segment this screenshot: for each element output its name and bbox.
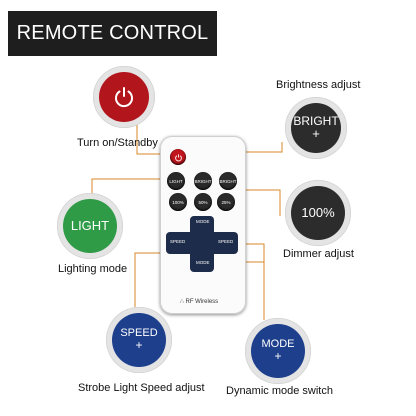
remote-bright-down-button[interactable]: BRIGHT [194, 172, 212, 190]
remote-control: LIGHT BRIGHT BRIGHT 100% 50% 25% MODE SP… [160, 136, 246, 314]
remote-bright-up-button[interactable]: BRIGHT [219, 172, 237, 190]
remote-brand-text: RF Wireless [185, 299, 219, 305]
remote-100-button[interactable]: 100% [169, 193, 187, 211]
remote-bright-down-text: BRIGHT [194, 178, 212, 184]
mode-line2: + [274, 349, 282, 364]
power-icon [115, 87, 133, 108]
title-banner: REMOTE CONTROL [8, 11, 217, 56]
light-label: Lighting mode [58, 263, 128, 275]
bright-label: Brightness adjust [276, 79, 361, 91]
remote-100-text: 100% [172, 199, 184, 205]
remote-mode-down-button[interactable]: MODE [196, 260, 210, 265]
mode-line1: MODE [261, 337, 295, 350]
power-callout [99, 72, 149, 122]
dimmer-label: Dimmer adjust [283, 248, 354, 260]
remote-light-button[interactable]: LIGHT [167, 172, 185, 190]
dimmer-callout: 100% [291, 186, 345, 240]
power-label: Turn on/Standby [77, 137, 158, 149]
mode-label: Dynamic mode switch [226, 385, 333, 397]
speed-line2: + [135, 338, 143, 353]
remote-power-icon [174, 153, 182, 161]
bright-line2: + [312, 126, 320, 142]
remote-brand: ∴ RF Wireless [180, 298, 218, 305]
remote-light-text: LIGHT [169, 178, 183, 184]
remote-50-text: 50% [198, 199, 208, 205]
speed-callout: SPEED + [112, 313, 166, 367]
remote-cross-horizontal [166, 232, 238, 254]
remote-50-button[interactable]: 50% [194, 193, 212, 211]
bright-callout: BRIGHT + [291, 103, 341, 153]
speed-label: Strobe Light Speed adjust [78, 382, 205, 394]
light-text: LIGHT [70, 218, 110, 234]
remote-mode-up-button[interactable]: MODE [196, 219, 210, 224]
wifi-icon: ∴ [180, 299, 184, 305]
remote-25-text: 25% [221, 199, 231, 205]
remote-speed-up-button[interactable]: SPEED [218, 239, 234, 244]
title-text: REMOTE CONTROL [16, 22, 209, 44]
remote-speed-down-button[interactable]: SPEED [170, 239, 186, 244]
remote-bright-up-text: BRIGHT [219, 178, 237, 184]
mode-callout: MODE + [251, 324, 305, 378]
bright-line1: BRIGHT [293, 113, 339, 128]
speed-line1: SPEED [120, 326, 158, 339]
light-callout: LIGHT [63, 199, 117, 253]
remote-25-button[interactable]: 25% [217, 193, 235, 211]
dimmer-text: 100% [301, 205, 335, 221]
remote-power-button[interactable] [170, 149, 186, 165]
